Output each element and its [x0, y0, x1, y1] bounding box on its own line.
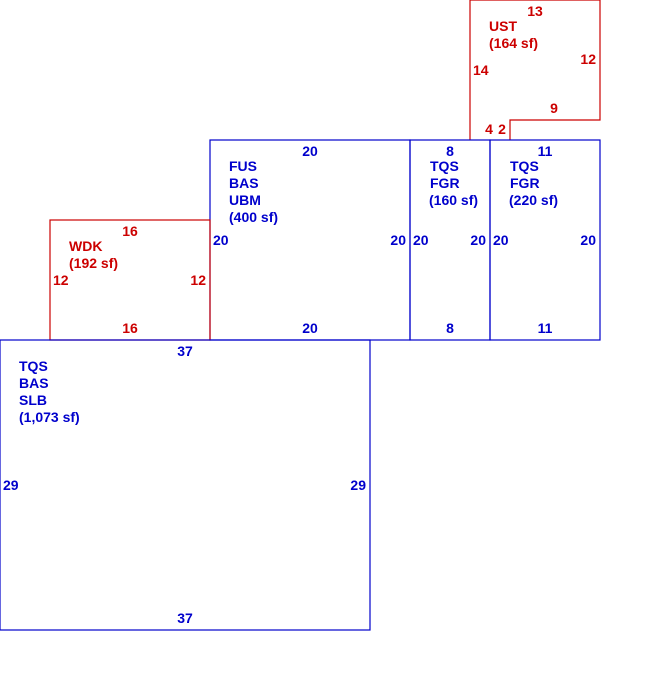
- fus-label-line2: BAS: [229, 175, 259, 191]
- tqs-main-label-line3: SLB: [19, 392, 47, 408]
- section-tqs-mid: TQS FGR (160 sf) 8 20 20 8: [409, 139, 491, 341]
- tqs-main-label-area: (1,073 sf): [19, 409, 80, 425]
- tqs-mid-dim-right: 20: [470, 232, 486, 248]
- ust-dim-step-b: 2: [498, 121, 506, 137]
- fus-label-line1: FUS: [229, 158, 257, 174]
- section-wdk: WDK (192 sf) 16 12 12 16: [49, 219, 211, 341]
- tqs-mid-label-line1: TQS: [430, 158, 459, 174]
- fus-dim-left: 20: [213, 232, 229, 248]
- wdk-dim-bottom: 16: [122, 320, 138, 336]
- tqs-mid-dim-top: 8: [446, 143, 454, 159]
- tqs-right-dim-right: 20: [580, 232, 596, 248]
- ust-dim-left: 14: [473, 62, 489, 78]
- ust-label-area: (164 sf): [489, 35, 538, 51]
- ust-label-type: UST: [489, 18, 517, 34]
- tqs-main-label-line2: BAS: [19, 375, 49, 391]
- tqs-right-dim-top: 11: [538, 143, 553, 159]
- wdk-dim-top: 16: [122, 223, 138, 239]
- tqs-mid-dim-left: 20: [413, 232, 429, 248]
- fus-label-area: (400 sf): [229, 209, 278, 225]
- fus-dim-bottom: 20: [302, 320, 318, 336]
- tqs-main-dim-bottom: 37: [177, 610, 193, 626]
- tqs-right-dim-bottom: 11: [538, 320, 553, 336]
- section-fus: FUS BAS UBM (400 sf) 20 20 20 20: [209, 139, 411, 341]
- ust-dim-inner-top: 9: [550, 100, 558, 116]
- tqs-main-outline: [0, 339, 371, 631]
- ust-outline: [469, 0, 601, 140]
- wdk-dim-left: 12: [53, 272, 69, 288]
- wdk-label-area: (192 sf): [69, 255, 118, 271]
- tqs-main-dim-top: 37: [177, 343, 193, 359]
- fus-dim-top: 20: [302, 143, 318, 159]
- section-tqs-main: TQS BAS SLB (1,073 sf) 37 29 29 37: [0, 339, 371, 631]
- section-tqs-right: TQS FGR (220 sf) 11 20 20 11: [489, 139, 601, 341]
- ust-dim-right: 12: [580, 51, 596, 67]
- tqs-main-label-line1: TQS: [19, 358, 48, 374]
- tqs-mid-dim-bottom: 8: [446, 320, 454, 336]
- tqs-right-label-area: (220 sf): [509, 192, 558, 208]
- ust-dim-step-a: 4: [485, 121, 493, 137]
- tqs-right-dim-left: 20: [493, 232, 509, 248]
- ust-dim-top: 13: [527, 3, 543, 19]
- wdk-label-type: WDK: [69, 238, 102, 254]
- tqs-mid-label-area: (160 sf): [429, 192, 478, 208]
- section-ust: UST (164 sf) 13 14 12 9 4 2: [469, 0, 601, 140]
- tqs-mid-label-line2: FGR: [430, 175, 460, 191]
- wdk-dim-right: 12: [190, 272, 206, 288]
- tqs-main-dim-left: 29: [3, 477, 19, 493]
- tqs-right-label-line1: TQS: [510, 158, 539, 174]
- tqs-main-dim-right: 29: [350, 477, 366, 493]
- tqs-right-label-line2: FGR: [510, 175, 540, 191]
- tqs-right-outline: [489, 139, 601, 341]
- fus-dim-right: 20: [390, 232, 406, 248]
- fus-label-line3: UBM: [229, 192, 261, 208]
